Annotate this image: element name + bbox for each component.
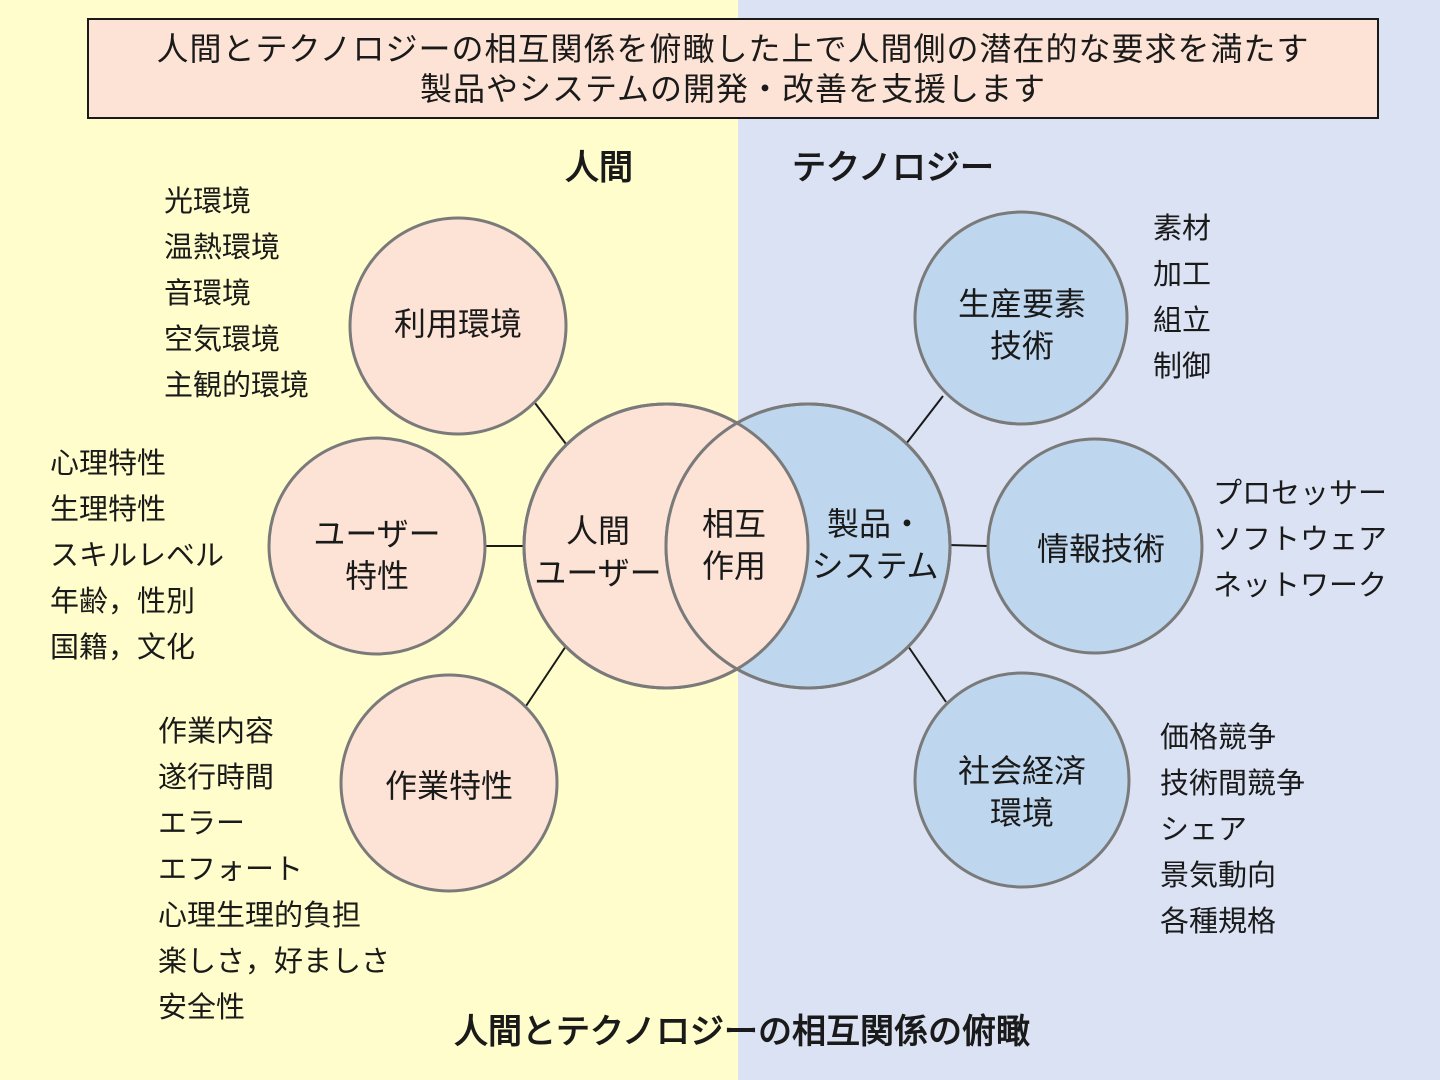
list-item: 空気環境 [164,322,281,356]
production-technology-label: 生産要素 技術 [957,285,1087,365]
list-item: エフォート [158,852,304,886]
list-item: 主観的環境 [164,368,310,402]
list-item: 国籍，文化 [50,630,196,664]
production-technology-items: 素材 加工 組立 制御 [1153,205,1211,389]
connector-information-technology [947,544,989,547]
list-item: 年齢，性別 [50,584,196,618]
user-characteristics-circle [267,436,487,656]
information-technology-label: 情報技術 [1036,530,1166,568]
information-technology-circle [986,437,1204,655]
list-item: 遂行時間 [158,760,275,794]
task-characteristics-circle [339,673,559,893]
list-item: 光環境 [164,184,252,218]
list-item: 制御 [1153,349,1212,383]
list-item: 価格競争 [1160,720,1277,754]
list-item: 心理生理的負担 [158,898,362,932]
task-characteristics-items: 作業内容 遂行時間 エラー エフォート 心理生理的負担 楽しさ，好ましさ 安全性 [158,708,390,1030]
list-item: スキルレベル [50,538,225,572]
human-user-label: 人間 ユーザー [534,512,662,592]
list-item: シェア [1160,812,1248,846]
socioeconomic-environment-items: 価格競争 技術間競争 シェア 景気動向 各種規格 [1160,714,1305,944]
list-item: 温熱環境 [164,230,281,264]
task-characteristics-label: 作業特性 [384,767,514,805]
summary-line-2: 製品やシステムの開発・改善を支援します [419,69,1047,108]
user-characteristics-label: ユーザー 特性 [313,515,441,595]
list-item: 生理特性 [50,492,167,526]
list-item: ソフトウェア [1213,522,1388,556]
product-system-label: 製品・ システム [811,505,939,585]
usage-environment-items: 光環境 温熱環境 音環境 空気環境 主観的環境 [164,178,309,408]
usage-environment-label: 利用環境 [393,305,523,343]
list-item: 景気動向 [1160,858,1277,892]
list-item: 心理特性 [50,446,167,480]
technology-side-title: テクノロジー [792,148,994,188]
connector-usage-environment [534,402,567,445]
summary-banner: 人間とテクノロジーの相互関係を俯瞰した上で人間側の潜在的な要求を満たす 製品やシ… [87,18,1379,119]
information-technology-items: プロセッサー ソフトウェア ネットワーク [1213,470,1387,608]
summary-line-1: 人間とテクノロジーの相互関係を俯瞰した上で人間側の潜在的な要求を満たす [156,29,1310,68]
connector-socioeconomic-environment [907,645,947,703]
list-item: 楽しさ，好ましさ [158,944,391,978]
list-item: 技術間競争 [1160,766,1306,800]
list-item: 安全性 [158,990,246,1024]
production-technology-circle [913,210,1129,426]
list-item: プロセッサー [1213,476,1388,510]
list-item: 音環境 [164,276,252,310]
list-item: 素材 [1153,211,1212,245]
human-user-circle-outline [522,402,810,690]
interaction-overlap [666,404,808,688]
connector-production-technology [905,395,944,445]
interaction-label: 相互 作用 [701,505,767,585]
usage-environment-circle [348,216,568,436]
socioeconomic-environment-circle [913,671,1131,889]
list-item: 組立 [1153,303,1212,337]
list-item: ネットワーク [1213,568,1388,602]
list-item: 加工 [1153,257,1212,291]
list-item: エラー [158,806,246,840]
product-system-circle-outline [664,402,952,690]
socioeconomic-environment-label: 社会経済 環境 [957,752,1087,832]
connector-task-characteristics [525,645,567,707]
list-item: 各種規格 [1160,904,1277,938]
list-item: 作業内容 [158,714,275,748]
user-characteristics-items: 心理特性 生理特性 スキルレベル 年齢，性別 国籍，文化 [50,440,224,670]
diagram-caption: 人間とテクノロジーの相互関係の俯瞰 [454,1012,1030,1052]
human-side-title: 人間 [565,148,633,188]
